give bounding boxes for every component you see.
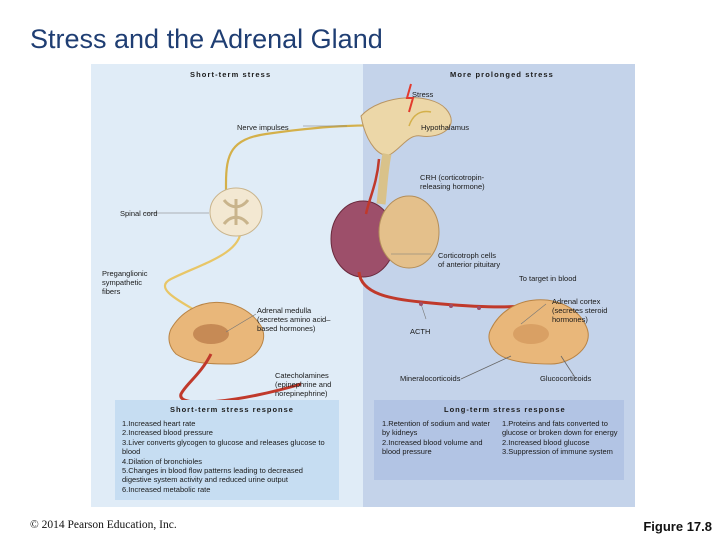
short-term-header: Short-term stress	[190, 70, 272, 79]
acth-molecule	[419, 302, 423, 306]
prolonged-header: More prolonged stress	[450, 70, 554, 79]
cortex-leader	[520, 303, 547, 325]
short-term-response-box	[115, 400, 339, 500]
posterior-pituitary	[378, 195, 440, 269]
crh-label: CRH (corticotropin- releasing hormone)	[420, 173, 485, 191]
list-item: 6.Increased metabolic rate	[122, 484, 211, 494]
figure-label: Figure 17.8	[643, 519, 712, 534]
to-target-label: To target in blood	[519, 274, 577, 283]
stress-label: Stress	[412, 90, 434, 99]
corticotroph-label: Corticotroph cells of anterior pituitary	[438, 251, 501, 269]
list-item: 2.Increased blood volume and blood press…	[382, 437, 483, 457]
list-item: 3.Liver converts glycogen to glucose and…	[122, 437, 325, 457]
mineralocorticoid-pointer	[460, 355, 512, 380]
adrenal-medulla-label: Adrenal medulla (secretes amino acid– ba…	[257, 306, 331, 333]
list-item: 2.Increased blood pressure	[122, 428, 213, 438]
acth-molecule	[449, 304, 453, 308]
diagram-artwork	[143, 83, 589, 404]
adrenal-cortex-label: Adrenal cortex (secretes steroid hormone…	[552, 297, 608, 324]
portal-vessel	[364, 158, 381, 215]
mineralocorticoids-label: Mineralocorticoids	[400, 374, 461, 383]
acth-leader	[420, 303, 427, 320]
short-term-response-title: Short-term stress response	[170, 405, 294, 414]
medulla-leader	[225, 313, 257, 333]
catecholamines-label: Catecholamines (epinephrine and norepine…	[275, 371, 332, 398]
acth-label: ACTH	[410, 327, 431, 336]
nerve-impulses-label: Nerve impulses	[237, 123, 289, 132]
long-term-response-box	[374, 400, 624, 480]
stress-lightning-icon	[405, 83, 415, 113]
glucocorticoid-pointer	[560, 355, 577, 380]
spinal-cord-label: Spinal cord	[120, 209, 158, 218]
short-term-response-list: 1.Increased heart rate 2.Increased blood…	[122, 419, 334, 494]
list-item: 1.Proteins and fats converted to glucose…	[502, 419, 618, 438]
list-item: 5.Changes in blood flow patterns leading…	[122, 466, 303, 485]
mineralocorticoid-effects-list: 1.Retention of sodium and water by kidne…	[382, 419, 494, 457]
copyright-notice: © 2014 Pearson Education, Inc.	[30, 519, 177, 531]
list-item: 2.Increased blood glucose	[502, 437, 590, 447]
list-item: 1.Increased heart rate	[122, 419, 196, 428]
pituitary-stalk	[376, 153, 392, 205]
glucocorticoid-effects-list: 1.Proteins and fats converted to glucose…	[502, 419, 620, 457]
hypothalamus-label: Hypothalamus	[421, 123, 469, 132]
catecholamine-vessel	[179, 353, 302, 404]
neuron-in-hypothalamus	[408, 110, 432, 127]
blood-vessel-acth	[357, 271, 542, 309]
long-term-response-title: Long-term stress response	[444, 405, 566, 414]
adrenal-medulla-core	[193, 324, 229, 344]
list-item: 1.Retention of sodium and water by kidne…	[382, 419, 490, 438]
list-item: 4.Dilation of bronchioles	[122, 456, 203, 466]
preganglionic-fiber	[163, 228, 243, 315]
adrenal-cortex-layer	[513, 324, 549, 344]
glucocorticoids-label: Glucocorticoids	[540, 374, 592, 383]
list-item: 3.Suppression of immune system	[502, 447, 613, 457]
acth-molecule	[477, 306, 481, 310]
spinal-cord-gray-matter	[222, 199, 250, 225]
slide-title: Stress and the Adrenal Gland	[30, 24, 383, 54]
preganglionic-label: Preganglionic sympathetic fibers	[102, 269, 148, 296]
